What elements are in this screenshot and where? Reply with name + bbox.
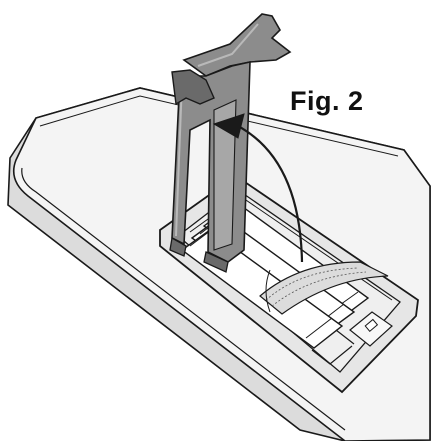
figure-label: Fig. 2 [290, 86, 364, 116]
remote-body-bevel-top [39, 95, 399, 157]
battery-cover [169, 13, 292, 273]
cover-groove [213, 99, 237, 251]
cover-front-lip [171, 69, 215, 106]
battery-contacts [311, 329, 355, 365]
battery-ribbon [259, 261, 389, 315]
curved-arrow-icon [212, 113, 304, 263]
cover-hinge [169, 236, 229, 273]
compartment-latch-slot [364, 318, 379, 332]
remote-body-bevel [21, 167, 346, 431]
